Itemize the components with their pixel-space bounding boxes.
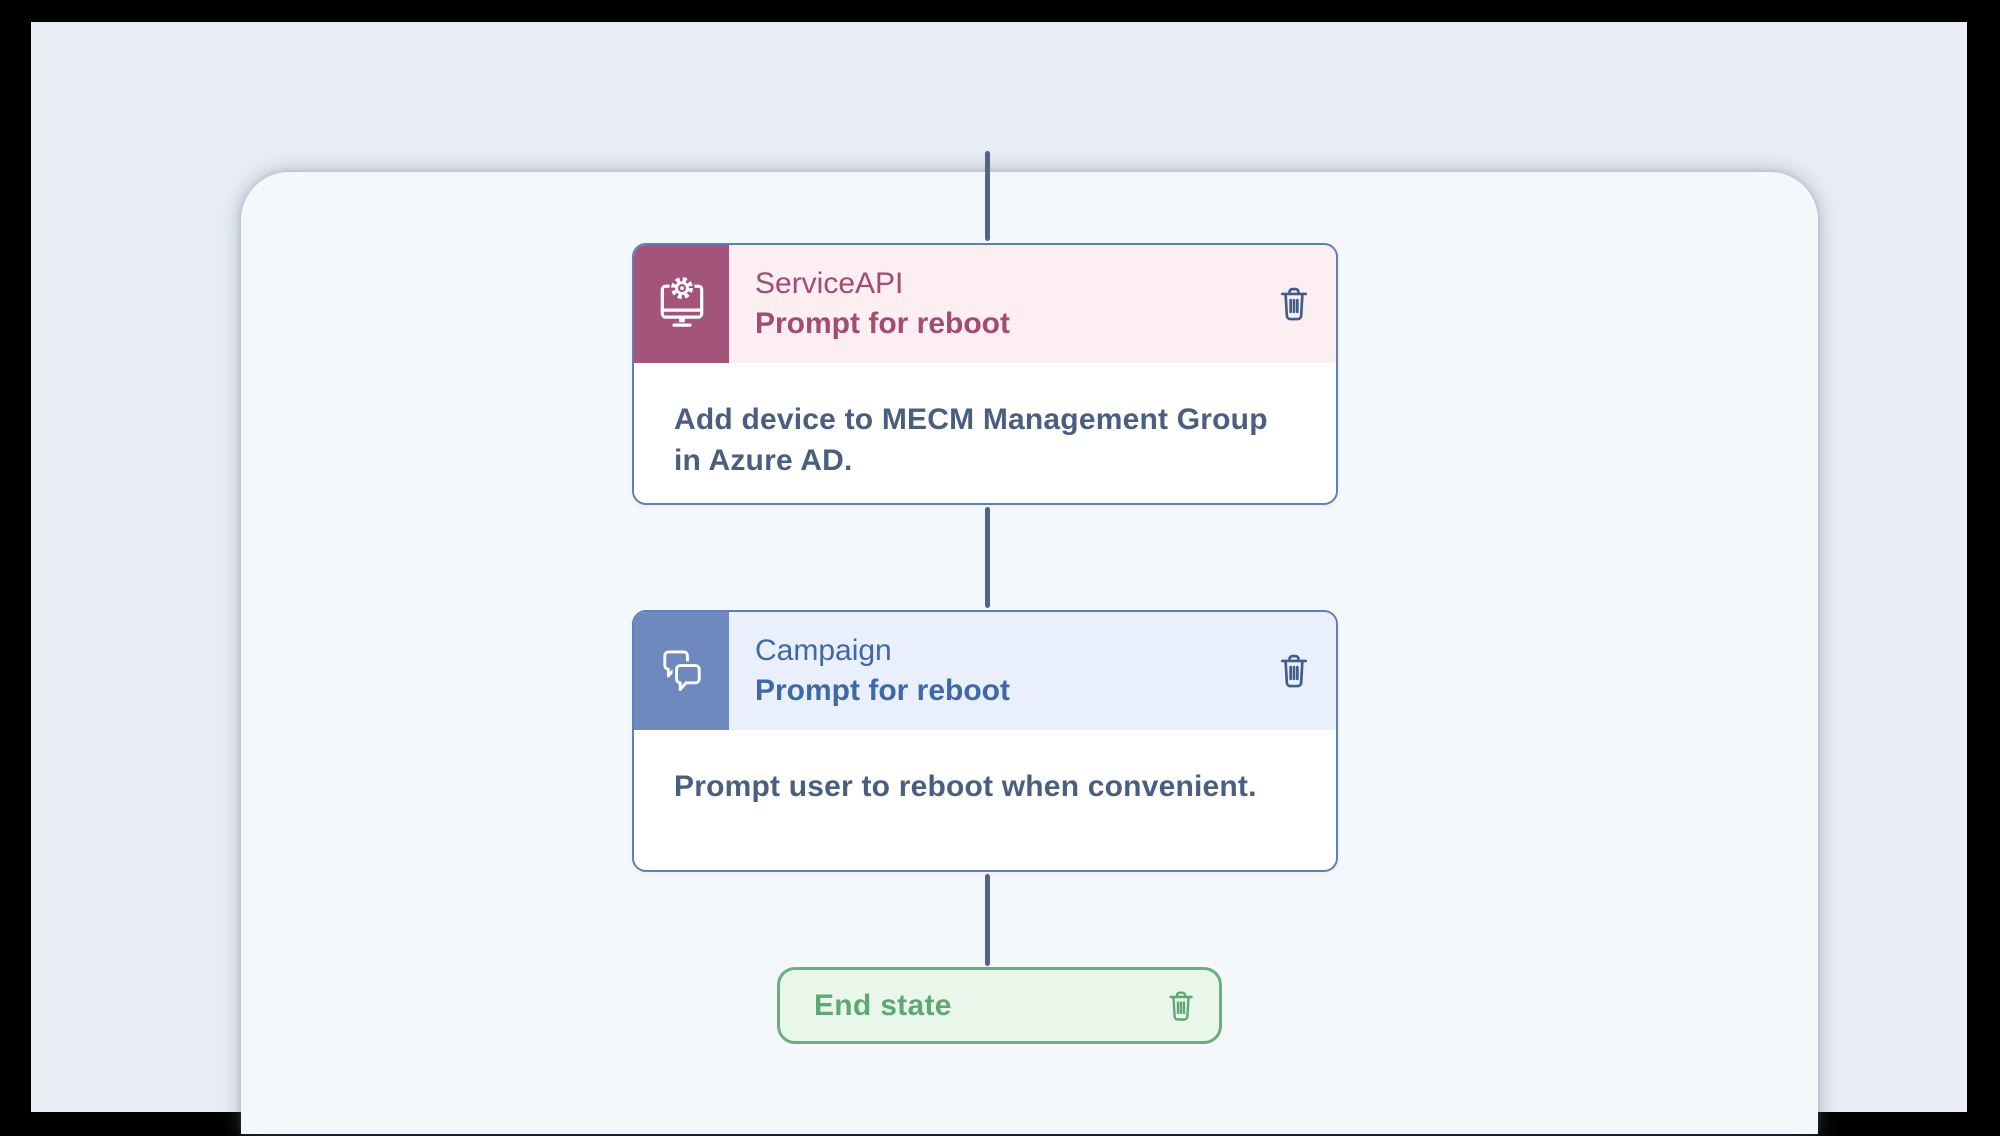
chat-bubbles-icon [653,642,711,700]
end-state-node[interactable]: End state [777,967,1222,1044]
node-card-campaign[interactable]: Campaign Prompt for reboot Prompt user t… [632,610,1338,872]
delete-node-button[interactable] [1274,649,1314,693]
node-subtitle: Prompt for reboot [755,674,1010,707]
delete-node-button[interactable] [1274,282,1314,326]
node-icon-tile [634,612,729,730]
trash-icon [1165,989,1197,1023]
node-type-label: Campaign [755,634,892,667]
end-state-label: End state [814,988,952,1022]
node-header: Campaign Prompt for reboot [634,612,1336,730]
monitor-gear-icon [652,274,712,334]
node-description: Add device to MECM Management Group in A… [674,403,1268,477]
node-subtitle: Prompt for reboot [755,307,1010,340]
connector-line-bottom [985,874,990,966]
trash-icon [1276,285,1312,323]
node-icon-tile [634,245,729,363]
connector-line-middle [985,507,990,608]
delete-end-state-button[interactable] [1161,984,1201,1028]
trash-icon [1276,652,1312,690]
connector-line-top [985,151,990,241]
node-type-label: ServiceAPI [755,267,904,300]
node-description: Prompt user to reboot when convenient. [674,770,1257,803]
workflow-background [31,22,1967,1134]
node-card-serviceapi[interactable]: ServiceAPI Prompt for reboot Add device … [632,243,1338,505]
node-header: ServiceAPI Prompt for reboot [634,245,1336,363]
